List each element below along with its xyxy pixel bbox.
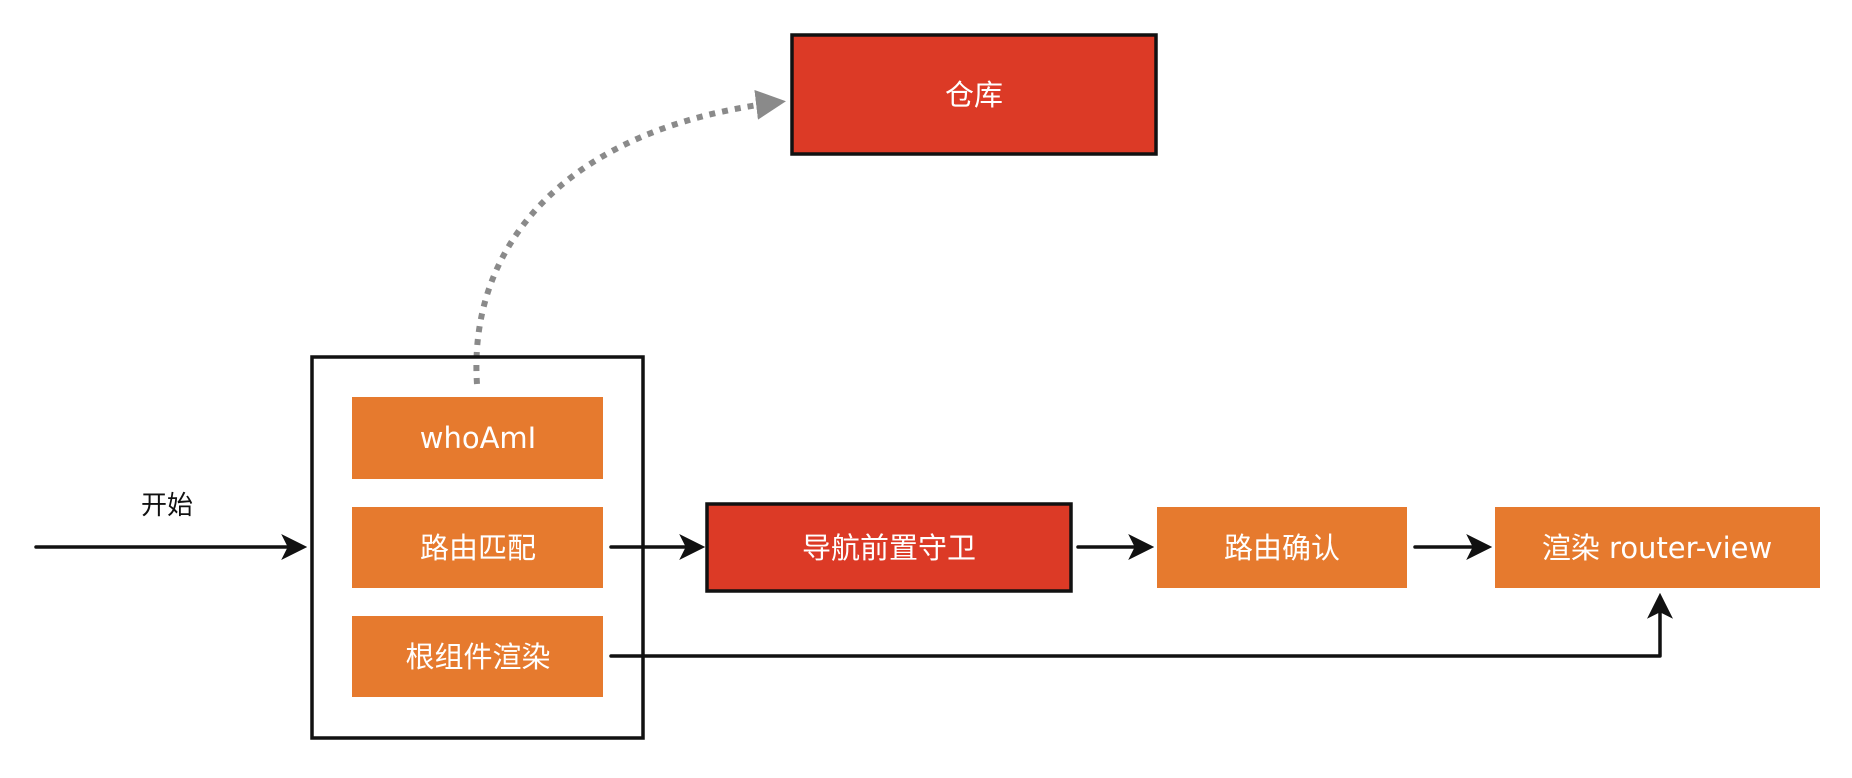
- route-confirm-box: [1157, 507, 1407, 588]
- route-match-label: 路由匹配: [420, 531, 536, 565]
- render-view-label: 渲染 router-view: [1542, 531, 1772, 565]
- nav-guard-box: [705, 502, 1073, 593]
- whoami-node: whoAmI: [352, 397, 603, 479]
- whoami-box: [352, 397, 603, 479]
- route-confirm-node: 路由确认: [1157, 507, 1407, 588]
- root-render-label: 根组件渲染: [405, 640, 550, 674]
- warehouse-node: 仓库: [790, 33, 1158, 156]
- root-render-box: [352, 616, 603, 697]
- render-view-box: [1495, 507, 1820, 588]
- route-match-box: [352, 507, 603, 588]
- root-to-render-arrow: [609, 592, 1673, 658]
- nav-guard-label: 导航前置守卫: [802, 531, 976, 565]
- route-match-node: 路由匹配: [352, 507, 603, 588]
- root-render-node: 根组件渲染: [352, 616, 603, 697]
- render-view-node: 渲染 router-view: [1495, 507, 1820, 588]
- whoami-label: whoAmI: [420, 421, 536, 455]
- whoami-to-warehouse-dotted-arrow: [473, 89, 786, 385]
- warehouse-label: 仓库: [945, 78, 1003, 112]
- warehouse-box: [790, 33, 1158, 156]
- start-label: 开始: [141, 491, 193, 521]
- route-confirm-label: 路由确认: [1224, 531, 1340, 565]
- nav-guard-node: 导航前置守卫: [705, 502, 1073, 593]
